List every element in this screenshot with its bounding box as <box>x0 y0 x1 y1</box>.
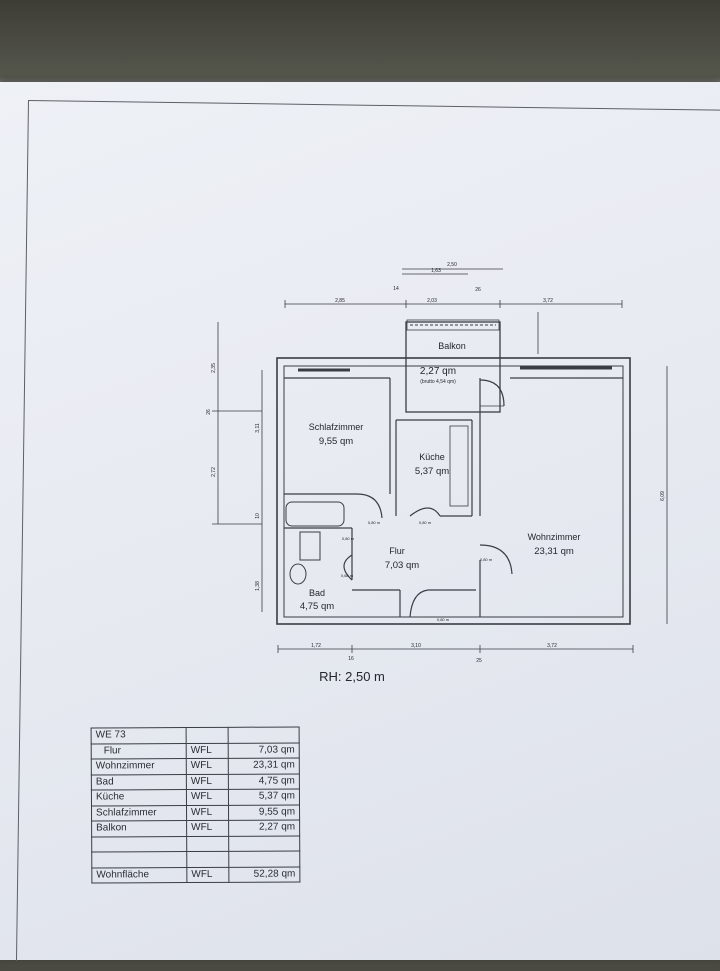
table-header-row: WE 73 <box>91 726 300 744</box>
dim-top-285: 2,85 <box>335 298 345 304</box>
room-cell: Schlafzimmer <box>91 805 187 822</box>
type-cell: WFL <box>186 789 229 806</box>
area-cell: 5,37 qm <box>228 788 300 805</box>
dim-bottom-310: 3,10 <box>411 643 421 649</box>
table-row: Flur WFL 7,03 qm <box>91 742 300 760</box>
dim-top-372: 3,72 <box>543 298 553 304</box>
balkon-railing <box>406 319 500 331</box>
dim-left-235: 2,35 <box>211 363 217 373</box>
flur-name: Flur <box>389 546 405 556</box>
table-row: Küche WFL 5,37 qm <box>91 788 300 806</box>
dim-right-609: 6,09 <box>660 491 666 501</box>
area-cell: 9,55 qm <box>228 804 300 821</box>
type-cell: WFL <box>186 742 229 759</box>
table-row: Wohnzimmer WFL 23,31 qm <box>91 757 300 775</box>
area-cell: 2,27 qm <box>228 819 300 836</box>
table-blank-row <box>91 835 300 853</box>
bathtub <box>285 501 345 527</box>
dim-top-26: 26 <box>475 287 481 293</box>
area-cell: 4,75 qm <box>228 773 300 790</box>
door-label-2: 0,80 m <box>419 520 432 525</box>
balkon-note: (brutto 4,54 qm) <box>420 379 456 385</box>
room-cell: Balkon <box>91 820 187 837</box>
dim-left-138: 1,38 <box>255 581 261 591</box>
area-cell: 7,03 qm <box>228 742 300 759</box>
door-label-4: 0,68 m <box>341 573 354 578</box>
floor-plan: Balkon 2,27 qm (brutto 4,54 qm) Schlafzi… <box>206 262 668 684</box>
schlafzimmer-area: 9,55 qm <box>319 436 353 447</box>
dim-top-14: 14 <box>393 286 399 292</box>
type-cell: WFL <box>186 820 229 837</box>
table-row: Balkon WFL 2,27 qm <box>91 819 300 837</box>
unit-label: WE 73 <box>91 727 187 744</box>
dim-top-203: 2,03 <box>427 298 437 304</box>
total-type: WFL <box>186 866 229 883</box>
door-label-5: 0,80 m <box>342 536 355 541</box>
type-cell: WFL <box>186 773 229 790</box>
balkon-area: 2,27 qm <box>420 366 456 377</box>
balkon-outline <box>405 321 501 413</box>
schlafzimmer-name: Schlafzimmer <box>309 422 364 432</box>
flur-area: 7,03 qm <box>385 560 419 571</box>
table-row: Schlafzimmer WFL 9,55 qm <box>91 804 300 822</box>
table-blank-row <box>91 850 300 868</box>
area-table: WE 73 Flur WFL 7,03 qm Wohnzimmer WFL 23… <box>91 726 301 884</box>
sink <box>299 531 321 561</box>
room-cell: Küche <box>91 789 187 806</box>
dim-bottom-25: 25 <box>476 658 482 664</box>
total-label: Wohnfläche <box>91 867 187 884</box>
wohnzimmer-name: Wohnzimmer <box>528 532 581 542</box>
dim-bottom-16: 16 <box>348 656 354 662</box>
dim-top-250: 2,50 <box>447 262 457 268</box>
bad-name: Bad <box>309 588 325 598</box>
room-height-label: RH: 2,50 m <box>319 669 385 684</box>
wohnzimmer-area: 23,31 qm <box>534 546 574 557</box>
kueche-area: 5,37 qm <box>415 466 449 477</box>
kueche-name: Küche <box>419 452 445 462</box>
door-label-3: 0,80 m <box>480 557 493 562</box>
table-total-row: Wohnfläche WFL 52,28 qm <box>91 866 300 884</box>
room-cell: Wohnzimmer <box>91 758 187 775</box>
dim-bottom-172: 1,72 <box>311 643 321 649</box>
balkon-name: Balkon <box>438 341 466 351</box>
outer-wall <box>276 357 631 625</box>
door-label-1: 0,80 m <box>368 520 381 525</box>
table-row: Bad WFL 4,75 qm <box>91 773 300 791</box>
door-label-6: 0,80 m <box>437 617 450 622</box>
area-cell: 23,31 qm <box>228 757 300 774</box>
room-cell: Flur <box>91 743 187 760</box>
type-cell: WFL <box>186 758 229 775</box>
dim-left-10: 10 <box>255 513 261 519</box>
paper-sheet <box>0 82 720 960</box>
dim-bottom-372: 3,72 <box>547 643 557 649</box>
bad-area: 4,75 qm <box>300 601 334 612</box>
dim-top-163: 1,63 <box>431 268 441 274</box>
toilet <box>289 563 307 585</box>
dim-left-26: 26 <box>206 409 212 415</box>
inner-wall-line <box>283 365 624 618</box>
dim-left-272: 2,72 <box>211 467 217 477</box>
dim-left-311: 3,11 <box>255 423 261 433</box>
room-cell: Bad <box>91 774 187 791</box>
total-area: 52,28 qm <box>228 866 300 883</box>
type-cell: WFL <box>186 804 229 821</box>
